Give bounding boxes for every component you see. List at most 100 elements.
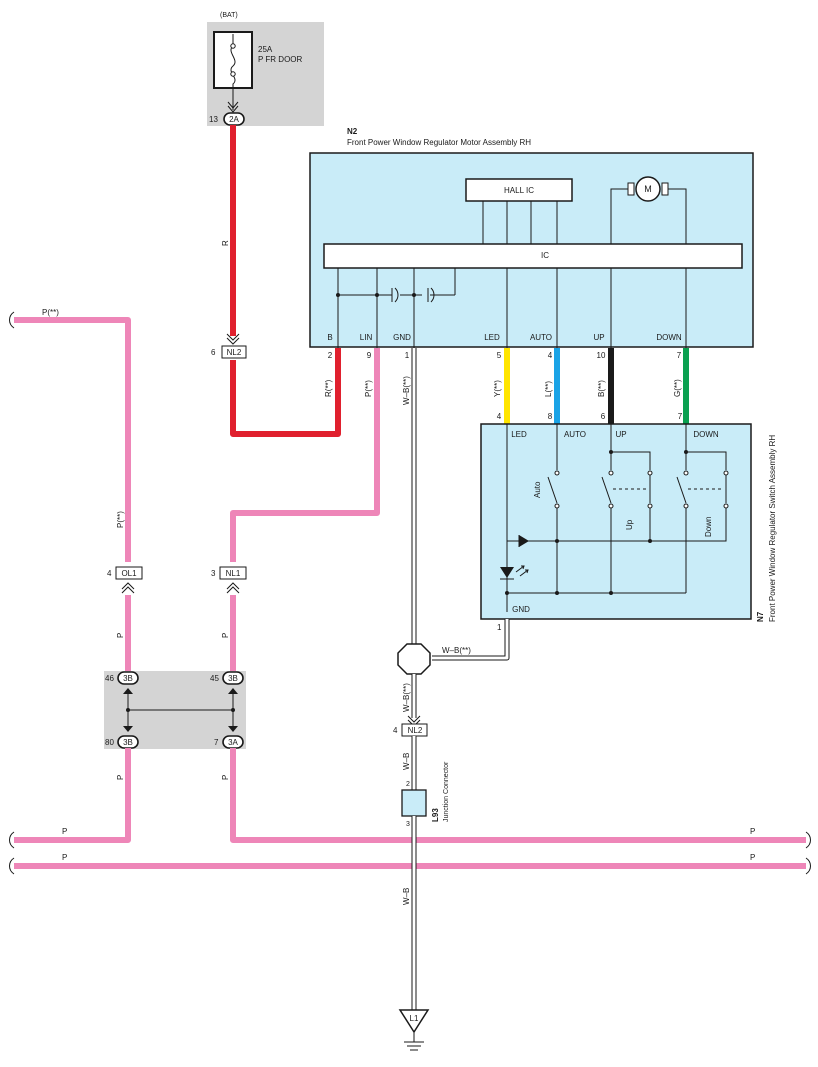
n7-term-down: DOWN — [693, 430, 719, 439]
wire-label-g: G(**) — [673, 379, 682, 397]
n2-term-lin: LIN — [360, 333, 373, 342]
diode-icon — [519, 535, 529, 547]
connector-nl1-pin: 3 — [211, 569, 216, 578]
n7-pin-up: 6 — [601, 412, 606, 421]
wire-break-icon — [805, 831, 811, 875]
n7-term-led: LED — [511, 430, 527, 439]
wire-label-p-bus1-left: P — [62, 827, 67, 836]
wire-label-p-bus1-right: P — [750, 827, 755, 836]
signal-wires: R(**) P(**) Y(**) L(**) B(**) G(**) — [324, 348, 689, 424]
wire-label-l: L(**) — [544, 381, 553, 397]
wire-label-p-bus2-left: P — [62, 853, 67, 862]
wire-label-p-opt-lin: P(**) — [364, 380, 373, 397]
red-wire: R NL2 6 — [211, 125, 341, 437]
n7-pin-down: 7 — [678, 412, 683, 421]
led-icon — [500, 567, 514, 578]
n7-gnd-label: GND — [512, 605, 530, 614]
connector-nl1: NL1 — [226, 569, 241, 578]
n2-term-gnd: GND — [393, 333, 411, 342]
connector-nl2-top-pin: 6 — [211, 348, 216, 357]
n7-pin-auto: 8 — [548, 412, 553, 421]
junction-id: L93 — [431, 808, 440, 822]
n2-title: Front Power Window Regulator Motor Assem… — [347, 138, 531, 147]
wire-break-icon — [9, 831, 15, 875]
n2-pin-up: 10 — [597, 351, 606, 360]
junction-3a-bottom: 3A — [228, 738, 238, 747]
junction-3b-left-pin: 46 — [105, 674, 114, 683]
junction-3b-bottom: 3B — [123, 738, 133, 747]
motor-icon — [635, 176, 661, 202]
hall-ic-label: HALL IC — [504, 186, 534, 195]
n7-term-up: UP — [615, 430, 626, 439]
n2-pin-down: 7 — [677, 351, 682, 360]
wire-label-p-opt-left-vert: P(**) — [116, 511, 125, 528]
ground-wire: W–B(**) W–B(**) W–B(**) NL2 4 W–B 2 3 L9… — [393, 348, 510, 1051]
wire-label-p-right-mid: P — [221, 633, 230, 638]
fuse-name: P FR DOOR — [258, 55, 303, 64]
n2-pin-led: 5 — [497, 351, 502, 360]
wire-label-r-opt: R(**) — [324, 379, 333, 397]
junction-3b-right-pin: 45 — [210, 674, 219, 683]
switch-label-auto: Auto — [533, 481, 542, 498]
switch-label-down: Down — [704, 517, 713, 537]
fuse-icon — [230, 34, 236, 96]
ground-id: L1 — [410, 1014, 419, 1023]
auto-switch-icon — [547, 476, 558, 504]
ground-symbol-icon — [404, 1032, 424, 1051]
n2-pin-auto: 4 — [548, 351, 553, 360]
wire-label-b: B(**) — [597, 380, 606, 397]
n2-term-auto: AUTO — [530, 333, 552, 342]
junction-name: Junction Connector — [443, 761, 450, 822]
bat-pin: 13 — [209, 115, 218, 124]
wire-label-p-opt-left: P(**) — [42, 308, 59, 317]
bat-connector: 2A — [229, 115, 239, 124]
n2-id: N2 — [347, 127, 358, 136]
wire-label-r: R — [221, 240, 230, 246]
wire-label-wb-opt-top: W–B(**) — [402, 376, 411, 405]
n7-pin-led: 4 — [497, 412, 502, 421]
wire-label-y: Y(**) — [493, 380, 502, 397]
connector-nl2-top: NL2 — [227, 348, 242, 357]
n2-term-b: B — [327, 333, 332, 342]
n7-gnd-pin: 1 — [497, 623, 502, 632]
capacitor-icon — [391, 287, 399, 303]
n2-term-up: UP — [593, 333, 604, 342]
wire-break-icon — [9, 311, 15, 329]
wire-label-p-left-mid: P — [116, 633, 125, 638]
n7-switch-assembly: 4 8 6 7 LED AUTO UP DOWN Auto — [480, 412, 777, 632]
switch-label-up: Up — [625, 519, 634, 530]
n2-motor-assembly: N2 Front Power Window Regulator Motor As… — [309, 127, 754, 360]
pink-wires: P(**) P(**) OL1 4 NL1 3 P P 3B 46 3B 45 — [9, 308, 811, 875]
junction-3b-bottom-pin: 80 — [105, 738, 114, 747]
connector-ol1: OL1 — [121, 569, 137, 578]
battery-label: (BAT) — [220, 12, 238, 19]
junction-3b-left: 3B — [123, 674, 133, 683]
junction-pin-out: 3 — [406, 821, 410, 828]
wire-label-wb-bottom: W–B — [402, 888, 411, 905]
n2-pin-lin: 9 — [367, 351, 372, 360]
n2-term-led: LED — [484, 333, 500, 342]
n7-term-auto: AUTO — [564, 430, 586, 439]
fuse-rating: 25A — [258, 45, 273, 54]
connector-nl2-low: NL2 — [408, 726, 423, 735]
n2-pin-gnd: 1 — [405, 351, 410, 360]
up-switch-icon — [601, 476, 612, 504]
connector-ol1-pin: 4 — [107, 569, 112, 578]
wire-label-wb-opt-mid: W–B(**) — [402, 683, 411, 712]
down-switch-icon — [676, 476, 687, 504]
junction-3a-bottom-pin: 7 — [214, 738, 219, 747]
n7-id: N7 — [756, 611, 765, 622]
n2-term-down: DOWN — [656, 333, 682, 342]
wire-label-p-left-low: P — [116, 775, 125, 780]
n2-pin-b: 2 — [328, 351, 333, 360]
wire-label-wb-short: W–B — [402, 753, 411, 770]
capacitor-icon — [427, 287, 435, 303]
n7-title: Front Power Window Regulator Switch Asse… — [768, 435, 777, 622]
ic-label: IC — [541, 251, 549, 260]
motor-label: M — [644, 184, 652, 194]
wire-label-p-bus2-right: P — [750, 853, 755, 862]
junction-3b-right: 3B — [228, 674, 238, 683]
ground-point-icon — [398, 1009, 430, 1034]
junction-pin-in: 2 — [406, 781, 410, 788]
